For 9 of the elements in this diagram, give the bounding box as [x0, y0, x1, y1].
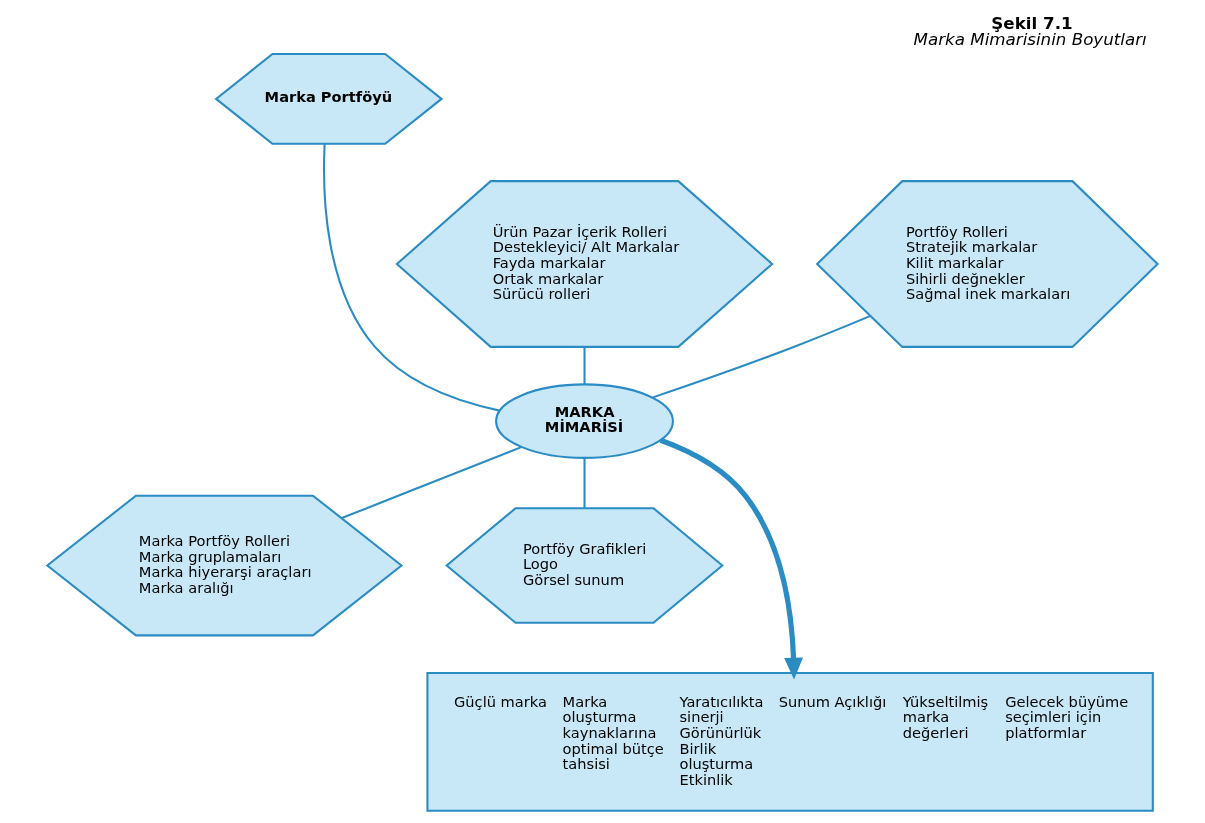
connector: [583, 347, 586, 384]
arrow: [659, 437, 804, 680]
diagram-title: Şekil 7.1: [991, 13, 1073, 33]
connector: [652, 315, 871, 399]
connector: [583, 458, 586, 509]
connector: [323, 143, 500, 412]
connector: [341, 446, 522, 520]
node-box: Güçlü marka Marka oluşturma kaynaklarına optimal bütçe tahsisi Yaratıcılıkta sinerji Görünürlük Birlik oluşturma Etkinlik Sunum Açıklığı Yükseltilmiş marka değerleri Gelecek büyüme seçimleri için platformlar: [426, 671, 1154, 812]
node-ellipse: MARKA MİMARİSİ: [495, 383, 674, 459]
